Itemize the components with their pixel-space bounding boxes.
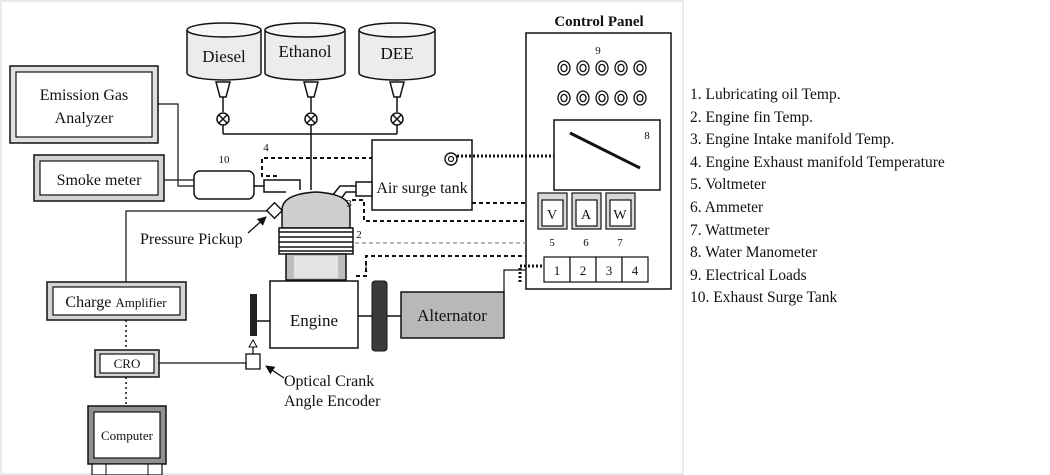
diesel-tank: Diesel <box>186 22 262 81</box>
signal-wire-pickup <box>125 210 268 282</box>
legend-item-5: 5. Voltmeter <box>690 176 767 194</box>
ammeter-label: A <box>581 208 592 223</box>
optical-crank-angle-encoder: Optical Crank Angle Encoder <box>245 338 381 410</box>
crank-disc <box>250 294 270 336</box>
gas-lines <box>158 103 194 187</box>
legend-item-7: 7. Wattmeter <box>690 221 770 239</box>
air-surge-tank-label: Air surge tank <box>376 180 467 197</box>
computer-label: Computer <box>101 428 154 443</box>
load-switch-3: 3 <box>606 263 613 278</box>
legend-item-9: 9. Electrical Loads <box>690 266 807 284</box>
pressure-pickup-arrow <box>247 216 267 234</box>
emission-gas-analyzer: Emission Gas Analyzer <box>9 65 159 144</box>
diagram-frame <box>0 0 684 475</box>
wattmeter-label: W <box>613 208 627 223</box>
encoder-label-line1: Optical Crank <box>284 373 374 390</box>
fuel-lines <box>215 81 405 190</box>
exhaust-pipe <box>254 179 301 193</box>
number-2: 2 <box>356 229 362 241</box>
engine-cylinder <box>278 191 354 281</box>
load-switch-2: 2 <box>580 263 587 278</box>
ammeter: A <box>571 192 602 230</box>
pressure-pickup-label: Pressure Pickup <box>140 231 243 248</box>
legend-item-8: 8. Water Manometer <box>690 244 818 262</box>
intake-pipe <box>331 181 373 201</box>
ethanol-label: Ethanol <box>279 42 332 61</box>
emission-label-line2: Analyzer <box>55 110 114 127</box>
legend-item-10: 10. Exhaust Surge Tank <box>690 289 838 307</box>
sensor-wires <box>261 154 554 282</box>
number-5: 5 <box>549 237 555 249</box>
legend-item-2: 2. Engine fin Temp. <box>690 108 814 126</box>
computer: Computer <box>87 405 167 475</box>
emission-label-line1: Emission Gas <box>40 87 128 104</box>
pressure-pickup: Pressure Pickup <box>140 201 284 248</box>
coupling <box>358 280 401 352</box>
load-switch-1: 1 <box>554 263 561 278</box>
dee-tank: DEE <box>358 22 436 81</box>
number-3: 3 <box>346 198 352 210</box>
smoke-meter-label: Smoke meter <box>57 172 143 189</box>
load-switch-4: 4 <box>632 263 639 278</box>
encoder-label-line2: Angle Encoder <box>284 393 381 410</box>
number-4: 4 <box>263 142 269 154</box>
electrical-loads-bulbs <box>557 60 647 106</box>
engine-label: Engine <box>290 311 338 330</box>
control-panel-title: Control Panel <box>554 14 643 30</box>
number-7: 7 <box>617 237 623 249</box>
wattmeter: W <box>605 192 636 230</box>
legend-item-6: 6. Ammeter <box>690 198 764 216</box>
diesel-label: Diesel <box>202 47 246 66</box>
legend-item-3: 3. Engine Intake manifold Temp. <box>690 131 895 149</box>
voltmeter-label: V <box>547 208 557 223</box>
legend-item-4: 4. Engine Exhaust manifold Temperature <box>690 153 945 171</box>
cro-label: CRO <box>114 356 141 371</box>
dee-label: DEE <box>380 44 413 63</box>
temperature-indicator <box>543 256 649 283</box>
number-1: 1 <box>363 263 369 275</box>
number-8: 8 <box>644 130 650 142</box>
alternator-label: Alternator <box>417 306 487 325</box>
encoder-arrow <box>265 365 285 379</box>
legend-item-1: 1. Lubricating oil Temp. <box>690 86 841 103</box>
number-6: 6 <box>583 237 589 249</box>
exhaust-surge-tank: 10 <box>193 154 255 200</box>
engine-block: Engine <box>269 280 359 349</box>
number-10: 10 <box>219 154 231 166</box>
cro: CRO <box>94 349 160 378</box>
smoke-meter: Smoke meter <box>33 154 165 202</box>
water-manometer: 8 <box>553 119 661 191</box>
voltmeter: V <box>537 192 568 230</box>
air-surge-tank: Air surge tank <box>371 139 473 211</box>
ethanol-tank: Ethanol <box>264 22 346 81</box>
encoder-wire <box>159 362 247 369</box>
number-9: 9 <box>595 45 601 57</box>
legend-list: 1. Lubricating oil Temp. 2. Engine fin T… <box>690 84 945 310</box>
alternator: Alternator <box>400 291 505 339</box>
